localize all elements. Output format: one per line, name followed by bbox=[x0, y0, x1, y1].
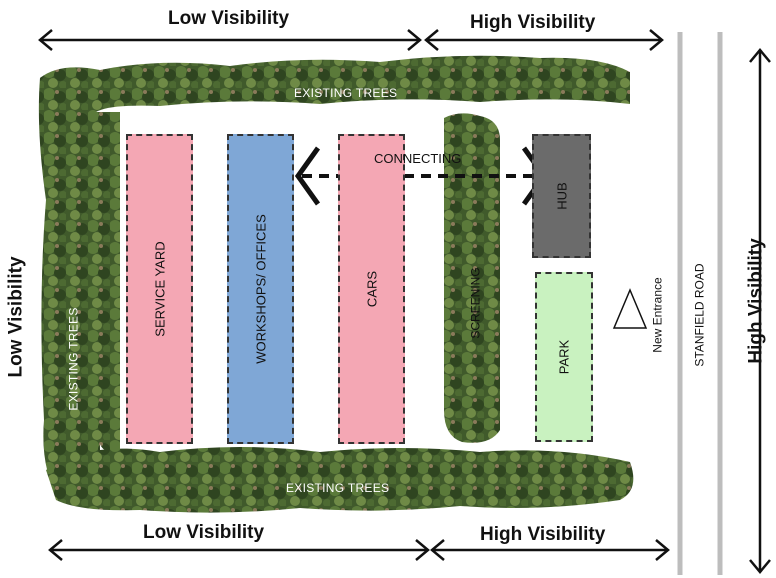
connecting-label: CONNECTING bbox=[374, 151, 462, 166]
entrance-marker bbox=[612, 288, 648, 329]
zone-workshops-label: WORKSHOPS/ OFFICES bbox=[253, 214, 268, 364]
zone-cars: CARS bbox=[338, 134, 405, 444]
trees-left-label: EXISTING TREES bbox=[66, 307, 81, 411]
visibility-right: High Visibility bbox=[745, 238, 767, 364]
zone-hub-label: HUB bbox=[554, 182, 569, 210]
zone-cars-label: CARS bbox=[364, 270, 379, 308]
visibility-bottom-left: Low Visibility bbox=[143, 522, 265, 543]
visibility-bottom-right: High Visibility bbox=[480, 524, 606, 545]
entrance-label: New Entrance bbox=[650, 277, 665, 353]
tree-belt-bottom bbox=[46, 447, 634, 513]
zone-park-label: PARK bbox=[556, 339, 572, 375]
trees-top-label: EXISTING TREES bbox=[294, 86, 398, 100]
zone-service-yard: SERVICE YARD bbox=[126, 134, 193, 444]
trees-bottom-label: EXISTING TREES bbox=[286, 481, 390, 495]
zone-park: PARK bbox=[535, 272, 593, 442]
visibility-left: Low Visibility bbox=[5, 256, 27, 378]
screening-label: SCREENING bbox=[468, 267, 483, 339]
tree-belt-left bbox=[38, 73, 100, 500]
zone-hub: HUB bbox=[532, 134, 591, 258]
road-label: STANFIELD ROAD bbox=[692, 263, 707, 367]
zone-service-yard-label: SERVICE YARD bbox=[152, 241, 167, 337]
screening-belt bbox=[444, 113, 500, 443]
zone-workshops: WORKSHOPS/ OFFICES bbox=[227, 134, 294, 444]
visibility-top-left: Low Visibility bbox=[168, 8, 290, 29]
visibility-top-right: High Visibility bbox=[470, 12, 596, 33]
